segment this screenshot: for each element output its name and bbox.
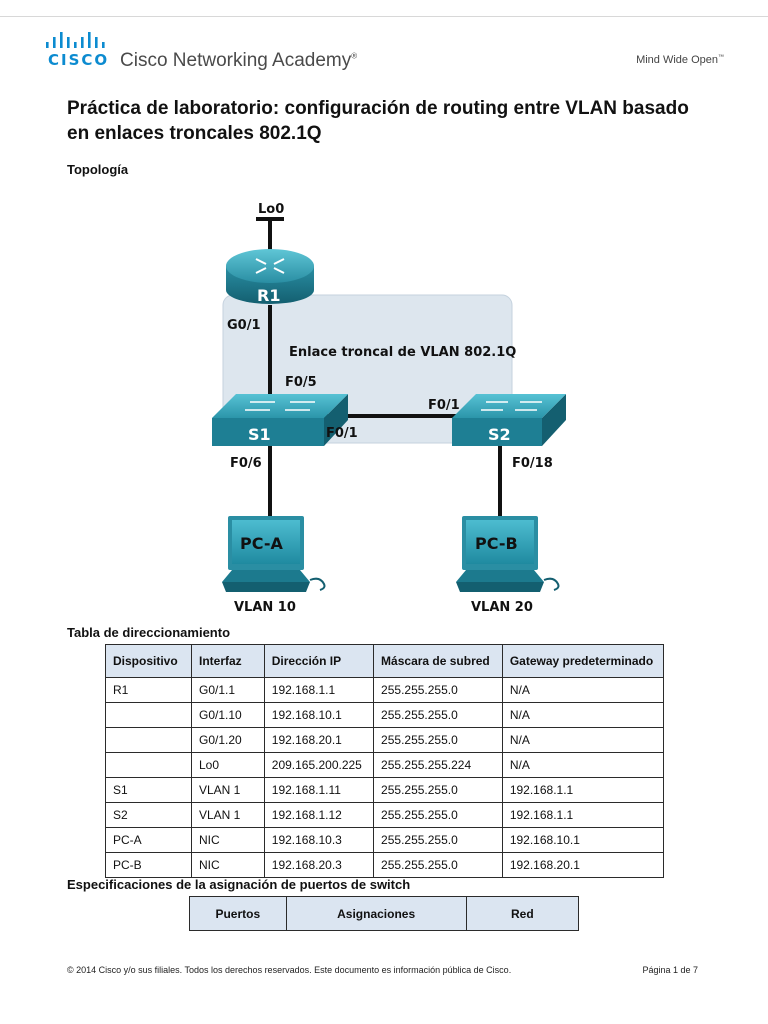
table-cell: 255.255.255.0 (373, 852, 503, 878)
trunk-label: Enlace troncal de VLAN 802.1Q (289, 345, 516, 360)
table-cell: VLAN 1 (191, 802, 265, 828)
table-cell: 255.255.255.0 (373, 827, 503, 853)
table-cell: S2 (105, 802, 192, 828)
table-cell: 192.168.10.1 (263, 702, 375, 728)
s1-name: S1 (248, 425, 271, 444)
switch-s2-icon (452, 394, 566, 446)
table-cell: VLAN 1 (191, 777, 265, 803)
router-if-label: G0/1 (227, 318, 261, 333)
topology-heading: Topología (67, 162, 129, 177)
table-cell (105, 727, 192, 753)
ports-column-header: Puertos (189, 896, 287, 931)
tagline: Mind Wide Open™ (636, 54, 724, 66)
table-cell: N/A (501, 702, 665, 728)
table-cell (105, 752, 192, 778)
table-cell: Lo0 (191, 752, 265, 778)
table-cell (105, 702, 192, 728)
cisco-logo-icon (46, 32, 105, 48)
table-cell: 192.168.10.3 (263, 827, 375, 853)
s1-trunk-port-label: F0/1 (326, 426, 358, 441)
table-cell: 255.255.255.0 (373, 802, 503, 828)
table-cell: 192.168.10.1 (501, 827, 665, 853)
table-cell: N/A (501, 727, 665, 753)
ports-column-header: Asignaciones (285, 896, 467, 931)
topology-diagram: Lo0 G0/1 Enlace troncal de VLAN 802.1Q F… (212, 202, 566, 615)
table-cell: 255.255.255.224 (373, 752, 503, 778)
table-cell: NIC (191, 852, 265, 878)
addressing-column-header: Dispositivo (105, 644, 192, 678)
table-cell: 192.168.1.1 (263, 677, 375, 703)
table-cell: 192.168.1.12 (263, 802, 375, 828)
cisco-wordmark: CISCO (48, 51, 110, 69)
table-cell: NIC (191, 827, 265, 853)
addressing-column-header: Gateway predeterminado (501, 644, 665, 678)
s2-name: S2 (488, 425, 511, 444)
table-cell: 192.168.1.1 (501, 777, 665, 803)
table-cell: 255.255.255.0 (373, 702, 503, 728)
pc-b-name: PC-B (475, 534, 518, 553)
top-rule (0, 16, 768, 17)
table-cell: 192.168.20.3 (263, 852, 375, 878)
table-cell: G0/1.10 (191, 702, 265, 728)
switch-s1-icon (212, 394, 348, 446)
ports-column-header: Red (465, 896, 580, 931)
pc-a-icon (222, 516, 326, 592)
s2-down-port-label: F0/18 (512, 456, 553, 471)
table-cell: PC-A (105, 827, 192, 853)
table-cell: N/A (501, 677, 665, 703)
table-cell: 255.255.255.0 (373, 727, 503, 753)
table-cell: G0/1.1 (191, 677, 265, 703)
table-cell: 192.168.1.11 (263, 777, 375, 803)
table-cell: G0/1.20 (191, 727, 265, 753)
table-cell: 192.168.20.1 (501, 852, 665, 878)
ports-heading: Especificaciones de la asignación de pue… (67, 877, 411, 892)
addressing-heading: Tabla de direccionamiento (67, 625, 231, 640)
table-cell: 209.165.200.225 (263, 752, 375, 778)
addressing-column-header: Dirección IP (263, 644, 375, 678)
table-cell: N/A (501, 752, 665, 778)
addressing-column-header: Máscara de subred (373, 644, 503, 678)
document-title: Práctica de laboratorio: configuración d… (67, 98, 689, 144)
table-cell: 255.255.255.0 (373, 677, 503, 703)
loopback-label: Lo0 (258, 202, 284, 217)
table-cell: 192.168.20.1 (263, 727, 375, 753)
table-cell: 192.168.1.1 (501, 802, 665, 828)
s2-trunk-port-label: F0/1 (428, 398, 460, 413)
vlan-b-label: VLAN 20 (471, 600, 533, 615)
router-name: R1 (257, 286, 280, 305)
footer-copyright: © 2014 Cisco y/o sus filiales. Todos los… (67, 965, 512, 975)
s1-down-port-label: F0/6 (230, 456, 262, 471)
pc-a-name: PC-A (240, 534, 283, 553)
academy-name: Cisco Networking Academy® (120, 50, 358, 71)
addressing-column-header: Interfaz (191, 644, 265, 678)
table-cell: 255.255.255.0 (373, 777, 503, 803)
pc-b-icon (456, 516, 560, 592)
page-header: CISCO Cisco Networking Academy® Mind Wid… (44, 28, 724, 76)
table-cell: R1 (105, 677, 192, 703)
footer-page-number: Página 1 de 7 (642, 965, 698, 975)
router-r1-icon (226, 249, 314, 304)
table-cell: S1 (105, 777, 192, 803)
table-cell: PC-B (105, 852, 192, 878)
s1-up-port-label: F0/5 (285, 375, 317, 390)
vlan-a-label: VLAN 10 (234, 600, 296, 615)
